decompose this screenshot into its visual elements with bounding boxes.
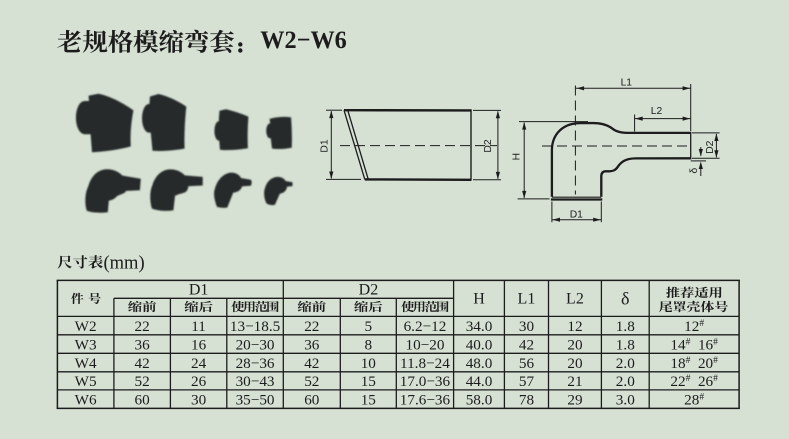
svg-text:10−20: 10−20 <box>405 336 444 353</box>
svg-text:20−30: 20−30 <box>236 336 275 353</box>
svg-text:5: 5 <box>365 318 373 335</box>
svg-text:1.8: 1.8 <box>616 336 635 353</box>
svg-text:52: 52 <box>135 373 150 390</box>
svg-text:48.0: 48.0 <box>466 355 493 372</box>
svg-text:H: H <box>512 153 523 160</box>
svg-text:35−50: 35−50 <box>236 391 275 408</box>
svg-text:L1: L1 <box>518 291 536 308</box>
svg-text:2.0: 2.0 <box>616 373 635 390</box>
svg-text:11.8−24: 11.8−24 <box>400 355 450 372</box>
svg-text:44.0: 44.0 <box>466 373 493 390</box>
svg-text:16: 16 <box>191 336 207 353</box>
svg-text:21: 21 <box>567 373 582 390</box>
svg-text:17.6−36: 17.6−36 <box>400 391 451 408</box>
svg-text:10: 10 <box>361 355 377 372</box>
svg-text:14# 16#: 14# 16# <box>670 336 718 353</box>
svg-text:52: 52 <box>304 373 319 390</box>
svg-text:28−36: 28−36 <box>236 355 275 372</box>
svg-text:30: 30 <box>519 318 535 335</box>
svg-text:13−18.5: 13−18.5 <box>230 318 280 335</box>
svg-text:6.2−12: 6.2−12 <box>404 318 447 335</box>
svg-text:W4: W4 <box>75 355 97 372</box>
svg-text:20: 20 <box>567 336 583 353</box>
svg-text:22# 26#: 22# 26# <box>670 373 718 390</box>
svg-text:15: 15 <box>361 391 376 408</box>
svg-text:W2: W2 <box>75 318 97 335</box>
svg-text:D2: D2 <box>483 139 494 152</box>
svg-text:12#: 12# <box>684 318 704 335</box>
svg-text:W6: W6 <box>75 391 97 408</box>
svg-text:22: 22 <box>304 318 319 335</box>
svg-text:42: 42 <box>519 336 534 353</box>
svg-text:D1: D1 <box>189 282 209 299</box>
svg-text:18# 20#: 18# 20# <box>670 355 718 372</box>
svg-text:12: 12 <box>567 318 582 335</box>
svg-text:56: 56 <box>519 355 535 372</box>
svg-text:D2: D2 <box>359 282 379 299</box>
svg-text:D1: D1 <box>319 139 330 152</box>
svg-text:20: 20 <box>567 355 583 372</box>
svg-text:W5: W5 <box>75 373 97 390</box>
svg-text:8: 8 <box>365 336 373 353</box>
svg-text:24: 24 <box>191 355 207 372</box>
svg-text:2.0: 2.0 <box>616 355 635 372</box>
svg-text:δ: δ <box>621 289 629 309</box>
svg-text:L2: L2 <box>566 291 584 308</box>
svg-text:58.0: 58.0 <box>466 391 493 408</box>
svg-text:D1: D1 <box>570 209 583 220</box>
svg-text:57: 57 <box>519 373 535 390</box>
svg-text:(mm): (mm) <box>104 254 145 274</box>
svg-text:1.8: 1.8 <box>616 318 635 335</box>
svg-text:30−43: 30−43 <box>236 373 275 390</box>
svg-text:L1: L1 <box>621 77 633 88</box>
svg-text:D2: D2 <box>705 140 716 153</box>
svg-text:26: 26 <box>191 373 207 390</box>
svg-text:15: 15 <box>361 373 376 390</box>
svg-text:40.0: 40.0 <box>466 336 493 353</box>
svg-text:29: 29 <box>567 391 582 408</box>
svg-text:17.0−36: 17.0−36 <box>400 373 451 390</box>
svg-text:W3: W3 <box>75 336 97 353</box>
svg-text:30: 30 <box>191 391 207 408</box>
svg-text:δ: δ <box>689 167 700 173</box>
svg-text:28#: 28# <box>684 391 704 408</box>
svg-text:3.0: 3.0 <box>616 391 635 408</box>
svg-text:H: H <box>473 291 485 308</box>
svg-text:34.0: 34.0 <box>466 318 493 335</box>
svg-text:42: 42 <box>135 355 150 372</box>
svg-text:78: 78 <box>519 391 535 408</box>
svg-text:L2: L2 <box>651 106 663 117</box>
svg-text:36: 36 <box>304 336 320 353</box>
svg-text:11: 11 <box>191 318 206 335</box>
svg-text:60: 60 <box>135 391 151 408</box>
svg-text:42: 42 <box>304 355 319 372</box>
svg-text:60: 60 <box>304 391 320 408</box>
svg-text:W2−W6: W2−W6 <box>260 25 347 54</box>
svg-text:36: 36 <box>135 336 151 353</box>
svg-text:22: 22 <box>135 318 150 335</box>
